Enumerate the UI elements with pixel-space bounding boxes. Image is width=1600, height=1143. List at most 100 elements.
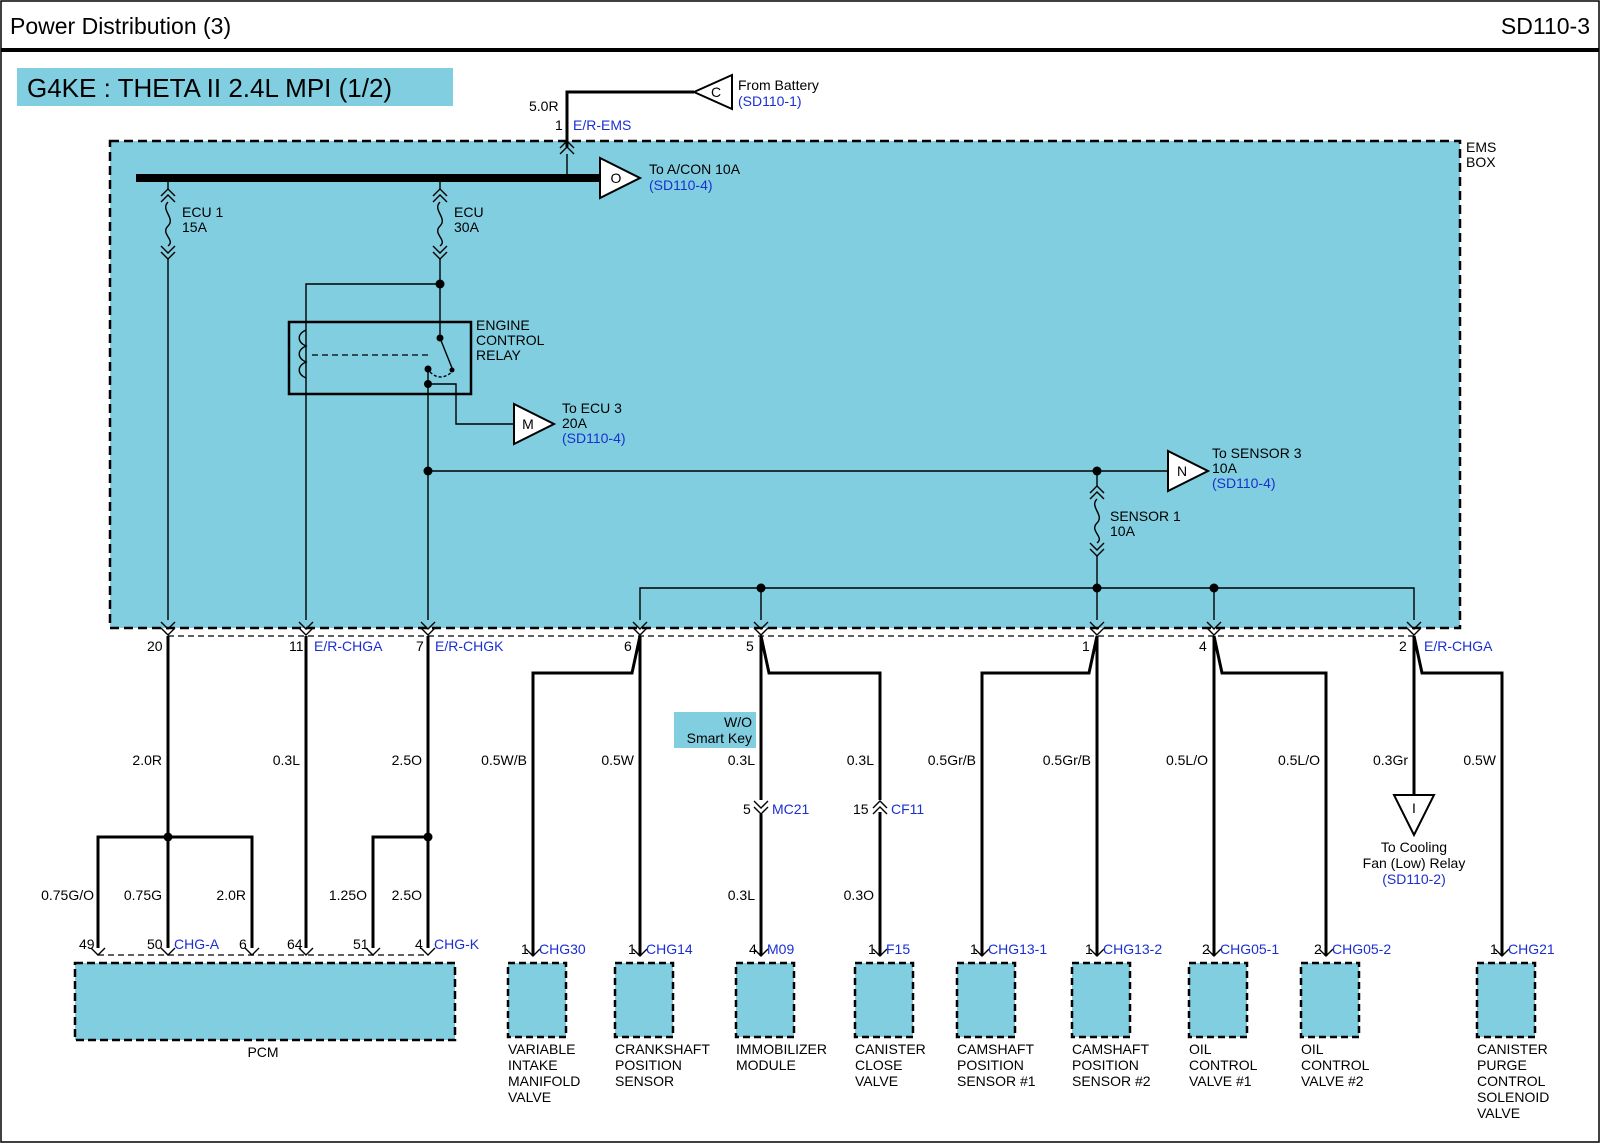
fuse-ecu1-rating: 15A [182, 219, 208, 235]
sensor3-letter: N [1177, 463, 1187, 479]
component-label: CLOSE [855, 1057, 902, 1073]
component-connector: CHG21 [1508, 941, 1555, 957]
component-label: SENSOR [615, 1073, 674, 1089]
component-box [1070, 961, 1132, 1039]
ecu3-offpage: M To ECU 3 20A (SD110-4) [513, 400, 626, 446]
component-label: CAMSHAFT [957, 1041, 1034, 1057]
from-battery: C From Battery (SD110-1) 5.0R 1 E/R-EMS [529, 73, 819, 178]
component-pin: 1 [970, 941, 978, 957]
sensor-supply: N To SENSOR 3 10A (SD110-4) SENSOR 1 10A [423, 445, 1415, 620]
pcm-pin-51: 51 [353, 936, 369, 952]
wire-immo-top-label: 0.3L [728, 752, 755, 768]
engine-label-box [17, 68, 453, 106]
pcm-box [73, 961, 457, 1042]
component-label: VALVE #1 [1189, 1073, 1252, 1089]
component-connector: F15 [886, 941, 910, 957]
component-pin: 1 [628, 941, 636, 957]
engine-label: G4KE : THETA II 2.4L MPI (1/2) [27, 73, 392, 103]
component-label: CRANKSHAFT [615, 1041, 710, 1057]
component-box [1475, 961, 1537, 1039]
fuse-ecu1-name: ECU 1 [182, 204, 223, 220]
sensor3-ref: (SD110-4) [1212, 475, 1276, 491]
pcm: 49 50 CHG-A 6 64 51 4 CHG-K PCM [73, 936, 480, 1060]
pcm-label: PCM [247, 1044, 278, 1060]
relay-label-3: RELAY [476, 347, 522, 363]
cooling-label-2: Fan (Low) Relay [1363, 855, 1466, 871]
cooling-fan-offpage: I To Cooling Fan (Low) Relay (SD110-2) [1363, 794, 1466, 887]
component-label: VALVE [1477, 1105, 1520, 1121]
battery-connector: E/R-EMS [573, 117, 631, 133]
cooling-letter: I [1412, 800, 1416, 816]
fuse-sensor1-rating: 10A [1110, 523, 1136, 539]
component-label: VALVE [855, 1073, 898, 1089]
component-pin: 1 [1085, 941, 1093, 957]
pcm-pin-6: 6 [239, 936, 247, 952]
component-connector: M09 [767, 941, 794, 957]
wire-cool-label: 0.3Gr [1373, 752, 1408, 768]
acon-offpage: O To A/CON 10A (SD110-4) [599, 156, 741, 200]
component-connector: CHG05-2 [1332, 941, 1391, 957]
acon-ref: (SD110-4) [649, 177, 713, 193]
ems-box [108, 139, 1462, 630]
wire-pcm-b-label: 0.75G [124, 887, 162, 903]
wire-ccv-bot-label: 0.3O [844, 887, 874, 903]
component-box [506, 961, 568, 1039]
wire-crank-label: 0.5W [601, 752, 634, 768]
ecu3-letter: M [522, 416, 534, 432]
connector-c-letter: C [711, 84, 721, 100]
fuse-ecu-name: ECU [454, 204, 484, 220]
wo-smart-key-line-1: W/O [724, 714, 752, 730]
wire-pcm-e-label: 2.5O [392, 887, 422, 903]
component-label: CONTROL [1189, 1057, 1258, 1073]
fuse-sensor1-name: SENSOR 1 [1110, 508, 1181, 524]
ecu3-label-1: To ECU 3 [562, 400, 622, 416]
from-battery-ref: (SD110-1) [738, 93, 802, 109]
component-connector: CHG05-1 [1220, 941, 1279, 957]
component-box [734, 961, 796, 1039]
wo-smart-key-line-2: Smart Key [687, 730, 752, 746]
component-label: MODULE [736, 1057, 796, 1073]
battery-pin: 1 [555, 117, 563, 133]
component-pin: 1 [521, 941, 529, 957]
relay-label-1: ENGINE [476, 317, 530, 333]
pcm-branches: 0.75G/O 0.75G 2.0R 1.25O 2.5O [41, 832, 433, 948]
component-label: VARIABLE [508, 1041, 575, 1057]
engine-control-relay: ENGINE CONTROL RELAY [287, 279, 545, 620]
acon-letter: O [611, 170, 622, 186]
pin-4: 4 [1199, 638, 1207, 654]
wire-ocv2-label: 0.5L/O [1278, 752, 1320, 768]
from-battery-label: From Battery [738, 77, 819, 93]
wire-20-label: 2.0R [132, 752, 162, 768]
pin-1: 1 [1082, 638, 1090, 654]
wire-11-label: 0.3L [273, 752, 300, 768]
conn-er-chgk: E/R-CHGK [435, 638, 504, 654]
wire-pcm-a-label: 0.75G/O [41, 887, 94, 903]
wire-cam1-label: 0.5Gr/B [928, 752, 976, 768]
component-label: POSITION [957, 1057, 1024, 1073]
component-pin: 4 [749, 941, 757, 957]
cf11-label: CF11 [891, 801, 924, 817]
pin-20: 20 [147, 638, 163, 654]
conn-er-chga-2: E/R-CHGA [1424, 638, 1493, 654]
sensor3-label-1: To SENSOR 3 [1212, 445, 1302, 461]
component-label: INTAKE [508, 1057, 558, 1073]
cf11-connector: 15 CF11 0.3O [844, 800, 924, 956]
component-label: POSITION [615, 1057, 682, 1073]
component-connector: CHG13-2 [1103, 941, 1162, 957]
wo-smart-key-box [674, 712, 756, 748]
wire-cam2-label: 0.5Gr/B [1043, 752, 1091, 768]
wire-immo-bot-label: 0.3L [728, 887, 755, 903]
relay-label-2: CONTROL [476, 332, 545, 348]
component-label: SOLENOID [1477, 1089, 1549, 1105]
component-box [1187, 961, 1249, 1039]
component-label: MANIFOLD [508, 1073, 580, 1089]
